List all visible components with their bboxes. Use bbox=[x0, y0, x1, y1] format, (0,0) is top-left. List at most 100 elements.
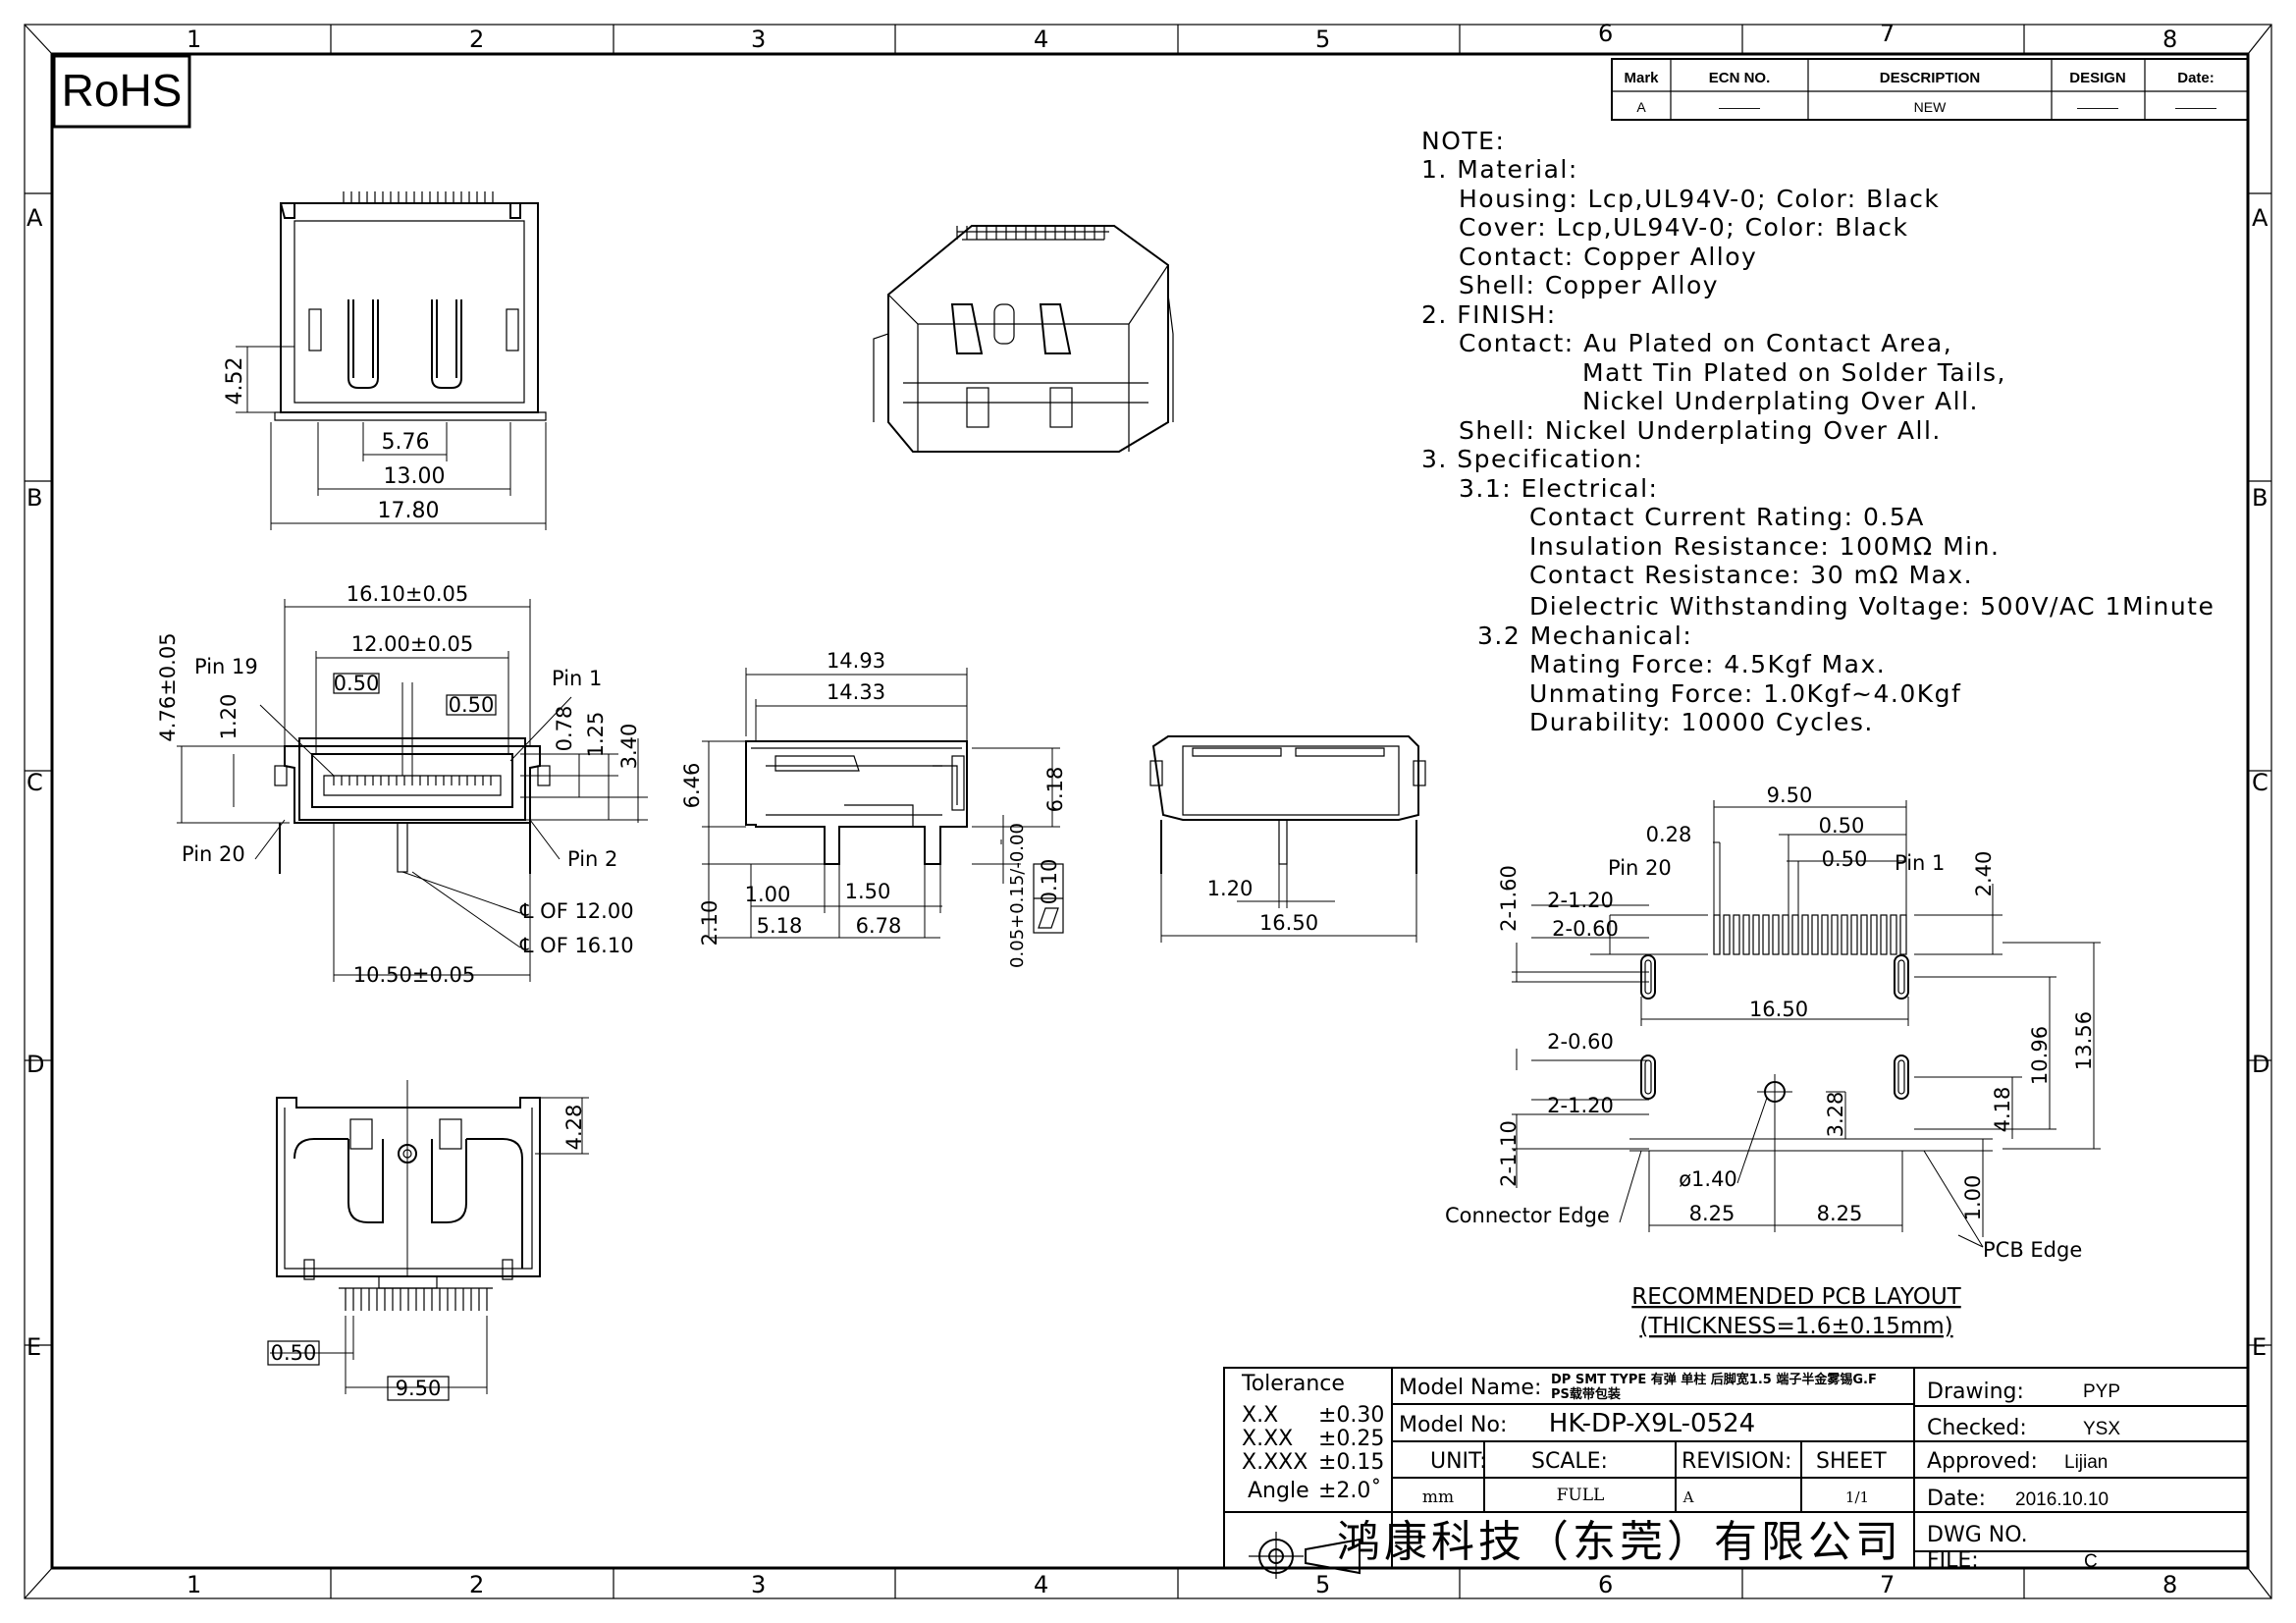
rev-cell-mark: A bbox=[1636, 99, 1646, 115]
dim-label: 1.00 bbox=[1961, 1175, 1985, 1221]
grid-row-label: D bbox=[27, 1051, 44, 1078]
row-labels-left: A B C D E bbox=[27, 204, 44, 1361]
grid-col-label: 5 bbox=[1315, 26, 1330, 53]
revision-value: A bbox=[1682, 1488, 1694, 1506]
sheet-value: 1/1 bbox=[1845, 1488, 1869, 1506]
grid-row-label: D bbox=[2252, 1051, 2269, 1078]
pin-label: Pin 20 bbox=[182, 842, 245, 866]
pcb-pad-row bbox=[1713, 914, 1907, 955]
dim-label: 14.33 bbox=[827, 680, 885, 704]
dim-label: 10.50±0.05 bbox=[353, 963, 475, 987]
note-line: Shell: Nickel Underplating Over All. bbox=[1459, 416, 1942, 445]
grid-col-label: 4 bbox=[1034, 1571, 1048, 1598]
dim-label: 13.00 bbox=[384, 464, 446, 489]
dim-label: 0.50 bbox=[271, 1341, 317, 1365]
grid-col-label: 4 bbox=[1034, 26, 1048, 53]
pin-label: Pin 1 bbox=[1895, 851, 1945, 875]
dim-label: 3.40 bbox=[617, 724, 641, 770]
dim-label: 1.50 bbox=[845, 880, 891, 903]
rev-header-design: DESIGN bbox=[2069, 70, 2126, 86]
rev-header-description: DESCRIPTION bbox=[1880, 70, 1981, 86]
projection-symbol-icon bbox=[1249, 1532, 1361, 1579]
top-view: 4.52 5.76 13.00 17.80 bbox=[223, 191, 547, 530]
sheet-label: SHEET bbox=[1816, 1449, 1887, 1474]
grid-col-label: 7 bbox=[1880, 20, 1895, 47]
column-labels-bottom: 1 2 3 4 5 6 7 8 bbox=[187, 1571, 2177, 1598]
note-line: 3. Specification: bbox=[1421, 445, 1643, 473]
dim-label: 2-1.20 bbox=[1547, 1094, 1614, 1117]
rear-view: 1.20 16.50 bbox=[1149, 735, 1426, 943]
tolerance-class: X.X bbox=[1242, 1403, 1278, 1428]
scale-value: FULL bbox=[1557, 1486, 1605, 1505]
grid-col-label: 8 bbox=[2163, 26, 2177, 53]
dim-label: 0.50 bbox=[334, 672, 380, 695]
dim-label: 16.50 bbox=[1749, 998, 1808, 1021]
rev-header-ecn: ECN NO. bbox=[1709, 70, 1771, 86]
pin-label: Pin 2 bbox=[567, 847, 617, 871]
grid-col-label: 2 bbox=[469, 1571, 484, 1598]
grid-row-label: E bbox=[2252, 1333, 2267, 1361]
dim-label: 6.18 bbox=[1043, 767, 1067, 813]
grid-row-label: C bbox=[27, 769, 43, 796]
edge-label: PCB Edge bbox=[1983, 1238, 2082, 1262]
dim-label: 4.76±0.05 bbox=[156, 632, 180, 741]
note-line: Cover: Lcp,UL94V-0; Color: Black bbox=[1459, 213, 1908, 242]
scale-label: SCALE: bbox=[1531, 1449, 1608, 1474]
dim-label: 6.78 bbox=[856, 914, 902, 938]
dim-label: 1.20 bbox=[217, 694, 240, 740]
dim-label: 0.50 bbox=[1822, 847, 1868, 871]
tolerance-class: Angle bbox=[1248, 1479, 1309, 1503]
tolerance-value: ±0.30 bbox=[1318, 1403, 1384, 1428]
grid-col-label: 6 bbox=[1598, 1571, 1613, 1598]
side-view: 14.93 14.33 6.46 6.18 2.10 1.00 1.50 5.1… bbox=[680, 649, 1067, 968]
pin-label: Pin 1 bbox=[552, 667, 602, 690]
dim-label: 9.50 bbox=[396, 1377, 442, 1400]
revision-table: Mark ECN NO. DESCRIPTION DESIGN Date: A … bbox=[1611, 58, 2249, 121]
note-line: Mating Force: 4.5Kgf Max. bbox=[1529, 650, 1886, 678]
rev-header-mark: Mark bbox=[1624, 70, 1659, 86]
note-line: 3.1: Electrical: bbox=[1459, 474, 1658, 503]
note-line: Insulation Resistance: 100MΩ Min. bbox=[1529, 532, 2000, 561]
centerline-label: ℄ OF 16.10 bbox=[519, 934, 634, 957]
dim-label: 2-0.60 bbox=[1547, 1030, 1614, 1054]
dim-label: 1.20 bbox=[1207, 877, 1254, 900]
dim-label: 3.28 bbox=[1824, 1092, 1847, 1138]
model-no-label: Model No: bbox=[1399, 1413, 1507, 1437]
dwg-no-label: DWG NO. bbox=[1927, 1523, 2028, 1547]
dim-label: 4.28 bbox=[562, 1105, 586, 1151]
dim-label: 16.10±0.05 bbox=[347, 582, 468, 606]
tolerance-value: ±2.0˚ bbox=[1318, 1479, 1381, 1503]
note-line: Nickel Underplating Over All. bbox=[1582, 387, 1979, 415]
centerline-label: ℄ OF 12.00 bbox=[519, 899, 634, 923]
dim-label: 16.50 bbox=[1259, 911, 1318, 935]
dim-label: 4.18 bbox=[1991, 1087, 2014, 1133]
pin-label: Pin 20 bbox=[1608, 856, 1672, 880]
note-line: Contact Current Rating: 0.5A bbox=[1529, 503, 1925, 531]
dim-label: 0.78 bbox=[553, 706, 576, 752]
pin-label: Pin 19 bbox=[194, 655, 258, 678]
dim-label: 2.40 bbox=[1972, 851, 1996, 897]
edge-label: Connector Edge bbox=[1445, 1204, 1610, 1227]
grid-row-label: E bbox=[27, 1333, 41, 1361]
dim-label: 0.50 bbox=[449, 693, 495, 717]
dim-label: 13.56 bbox=[2072, 1011, 2096, 1070]
grid-row-label: C bbox=[2252, 769, 2269, 796]
note-line: Contact Resistance: 30 mΩ Max. bbox=[1529, 561, 1973, 589]
dim-label: 12.00±0.05 bbox=[351, 632, 473, 656]
dim-label: 9.50 bbox=[1767, 784, 1813, 807]
dim-label: 2-1.10 bbox=[1497, 1120, 1521, 1187]
unit-label: UNIT: bbox=[1430, 1449, 1486, 1474]
rohs-mark: RoHS bbox=[52, 54, 191, 129]
dim-label: 17.80 bbox=[378, 499, 440, 523]
rev-cell-description: NEW bbox=[1914, 99, 1947, 115]
drawing-label: Drawing: bbox=[1927, 1380, 2024, 1404]
sheet-frame: 1 2 3 4 5 6 7 8 1 2 3 4 5 6 7 8 A B C D … bbox=[24, 20, 2272, 1599]
dim-label: 8.25 bbox=[1817, 1202, 1863, 1225]
column-labels-top: 1 2 3 4 5 6 7 8 bbox=[187, 20, 2177, 53]
dim-label: 5.76 bbox=[382, 430, 430, 455]
dim-label: 2-1.60 bbox=[1497, 865, 1521, 932]
checked-label: Checked: bbox=[1927, 1416, 2027, 1440]
date-label: Date: bbox=[1927, 1487, 1986, 1511]
dim-label: 4.52 bbox=[223, 357, 247, 406]
